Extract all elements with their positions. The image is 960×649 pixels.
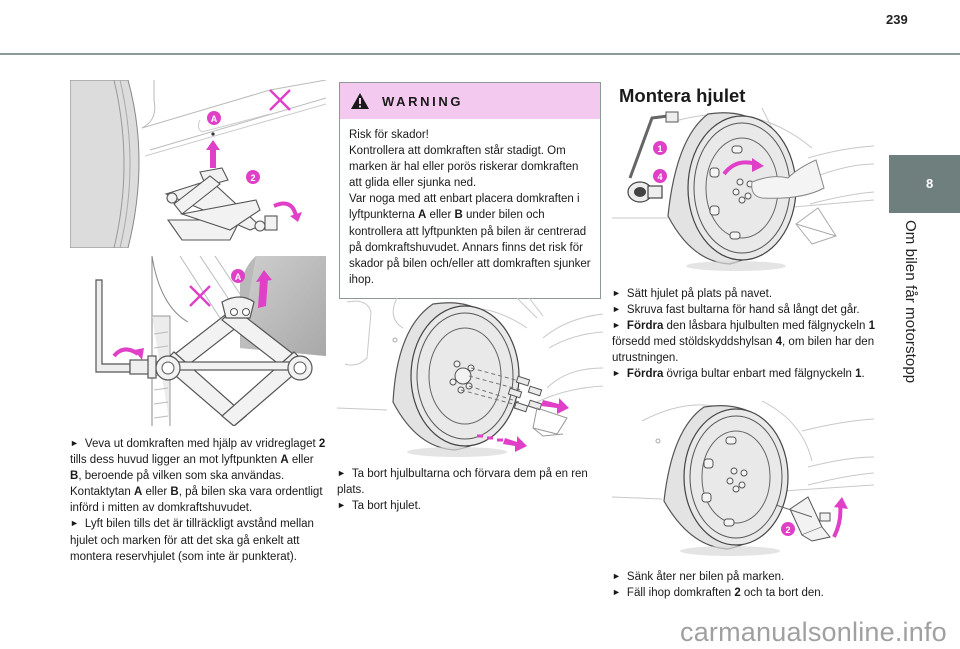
warning-text: Risk för skador! Kontrollera att domkraft… — [340, 119, 600, 298]
text: Sänk åter ner bilen på marken. — [626, 570, 785, 583]
bold-text: A — [133, 486, 143, 499]
mount-wheel-instructions: ► Sätt hjulet på plats på navet. ► Skruva f… — [612, 286, 888, 383]
bullet-arrow-icon: ► — [612, 288, 621, 298]
warning-box: WARNING Risk för skador! Kontrollera att … — [339, 82, 601, 299]
lower-car-illustration: 2 — [612, 400, 888, 557]
bold-text: 4 — [775, 336, 783, 349]
bold-text: B — [454, 209, 463, 222]
text: Ta bort hjulet. — [351, 500, 421, 513]
lower-car-instructions: ► Sänk åter ner bilen på marken. ► Fäll iho… — [612, 569, 888, 601]
column-2: ►Ta bort hjulbultarna och förvara dem på… — [337, 298, 603, 514]
bullet-arrow-icon: ► — [612, 570, 621, 581]
text: Fäll ihop domkraften — [626, 586, 735, 599]
text: Var noga med att enbart placera domkraft… — [349, 193, 580, 222]
text: Skruva fast bultarna för hand så långt d… — [626, 304, 860, 317]
bold-text: 1 — [868, 320, 875, 333]
column-1: A 2 — [70, 80, 326, 565]
bold-text: 2 — [318, 438, 326, 450]
header-divider — [0, 53, 960, 55]
text: eller — [288, 454, 314, 467]
svg-text:A: A — [211, 114, 218, 124]
text: Lyft bilen tills det är tillräckligt avs… — [70, 518, 314, 563]
warning-line: Kontrollera att domkraften står stadigt.… — [349, 143, 591, 191]
text: eller — [426, 209, 455, 222]
bold-text: Fördra — [626, 320, 664, 333]
bullet-arrow-icon: ► — [612, 304, 621, 315]
text: Veva ut domkraften med hjälp av vridregl… — [84, 438, 319, 450]
instruction-step: ► Fördra den låsbara hjulbulten med fälgn… — [612, 318, 888, 366]
page-number: 239 — [886, 12, 908, 27]
chapter-tab[interactable]: 8 — [889, 155, 960, 213]
bullet-arrow-icon: ► — [612, 586, 621, 597]
svg-text:2: 2 — [250, 173, 255, 183]
warning-header: WARNING — [340, 83, 600, 119]
text: , beroende på vilken som ska användas. — [78, 470, 285, 483]
bullet-arrow-icon: ► — [612, 320, 621, 331]
instruction-step: ► Fördra övriga bultar enbart med fälgnyc… — [612, 366, 888, 382]
text: Kontaktytan — [70, 486, 134, 499]
text: . — [861, 368, 865, 381]
text: Risk för skador! — [349, 129, 429, 141]
text: eller — [142, 486, 171, 499]
jack-lift-point-illustration: A 2 — [70, 80, 326, 248]
bullet-arrow-icon: ► — [337, 468, 346, 478]
instruction-step: ► Skruva fast bultarna för hand så långt … — [612, 302, 888, 318]
bold-text: B — [70, 470, 79, 483]
jack-closeup-illustration: A — [70, 256, 326, 426]
text: , om bilen har den utrustningen. — [612, 336, 875, 365]
bullet-arrow-icon: ► — [337, 500, 346, 511]
text: tills dess huvud ligger an mot lyftpunkt… — [70, 454, 281, 467]
chapter-title: Om bilen får motorstopp — [902, 220, 919, 384]
bullet-arrow-icon: ► — [70, 438, 79, 448]
text: under bilen och kontrollera att lyftpunk… — [349, 209, 591, 286]
bold-text: A — [280, 454, 289, 467]
warning-title: WARNING — [382, 93, 464, 109]
column-1-instructions: ► Veva ut domkraften med hjälp av vridreg… — [70, 436, 326, 565]
svg-text:4: 4 — [657, 172, 662, 182]
section-heading: Montera hjulet — [619, 85, 746, 106]
text: den låsbara hjulbulten med fälgnyckeln — [663, 320, 869, 333]
column-2-instructions: ►Ta bort hjulbultarna och förvara dem på… — [337, 466, 603, 514]
warning-line: Risk för skador! — [349, 127, 591, 143]
instruction-step: ► Sänk åter ner bilen på marken. — [612, 569, 888, 585]
instruction-step: ►Lyft bilen tills det är tillräckligt av… — [70, 516, 326, 564]
text: försedd med stöldskyddshylsan — [612, 336, 776, 349]
instruction-step: ► Ta bort hjulet. — [337, 498, 603, 514]
text: , på bilen ska vara ordentligt införd i … — [70, 486, 323, 515]
wheel-removal-illustration — [337, 298, 603, 458]
instruction-step: ► Veva ut domkraften med hjälp av vridreg… — [70, 436, 326, 484]
bold-text: B — [170, 486, 179, 499]
bullet-arrow-icon: ► — [70, 518, 79, 529]
wheel-mounting-illustration: 1 4 — [612, 108, 888, 274]
chapter-number: 8 — [926, 176, 934, 191]
bold-text: 1 — [855, 368, 862, 381]
text: och ta bort den. — [740, 586, 824, 599]
svg-text:A: A — [235, 272, 242, 282]
instruction-step: ► Fäll ihop domkraften 2 och ta bort den. — [612, 585, 888, 601]
bold-text: Fördra — [626, 368, 664, 381]
instruction-step: ► Sätt hjulet på plats på navet. — [612, 286, 888, 302]
column-3: 1 4 — [612, 108, 888, 601]
text: Sätt hjulet på plats på navet. — [626, 288, 773, 300]
text: Ta bort hjulbultarna och förvara dem på … — [337, 468, 588, 497]
bullet-arrow-icon: ► — [612, 368, 621, 379]
svg-text:2: 2 — [785, 525, 790, 535]
bold-text: A — [418, 209, 427, 222]
instruction-step: ►Ta bort hjulbultarna och förvara dem på… — [337, 466, 603, 498]
svg-text:1: 1 — [657, 144, 662, 154]
warning-triangle-icon — [351, 93, 369, 109]
bold-text: 2 — [734, 586, 741, 599]
instruction-step: Kontaktytan A eller B, på bilen ska vara… — [70, 484, 326, 516]
text: Kontrollera att domkraften står stadigt.… — [349, 145, 579, 190]
watermark: carmanualsonline.info — [680, 617, 947, 647]
warning-line: Var noga med att enbart placera domkraft… — [349, 191, 591, 288]
text: övriga bultar enbart med fälgnyckeln — [663, 368, 856, 381]
